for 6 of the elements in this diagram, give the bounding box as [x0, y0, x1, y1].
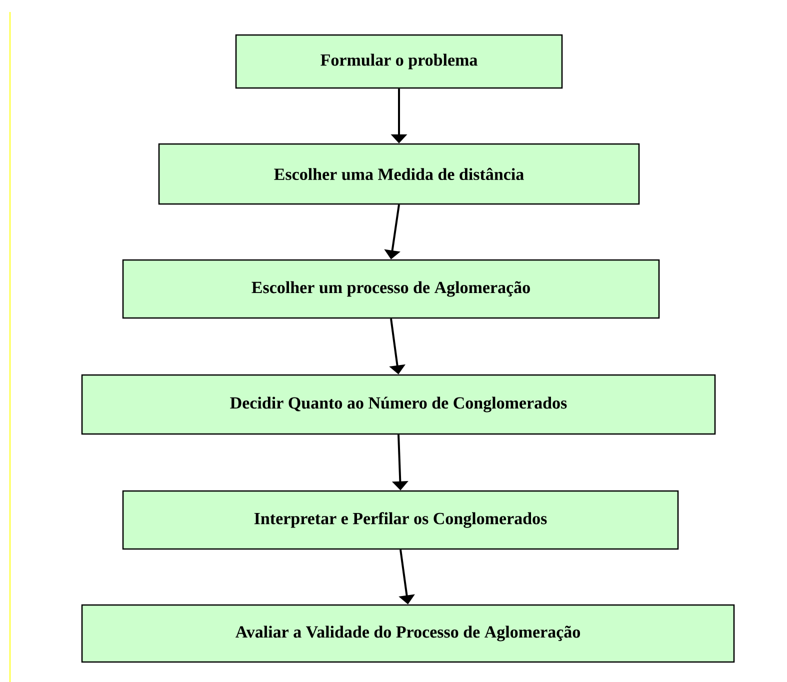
process-box: Interpretar e Perfilar os Conglomerados — [122, 490, 679, 550]
process-box: Avaliar a Validade do Processo de Aglomeração — [81, 604, 735, 663]
process-box: Decidir Quanto ao Número de Conglomerados — [81, 374, 716, 435]
process-box: Escolher uma Medida de distância — [158, 143, 640, 205]
process-box: Formular o problema — [235, 34, 563, 89]
process-box: Escolher um processo de Aglomeração — [122, 259, 660, 319]
